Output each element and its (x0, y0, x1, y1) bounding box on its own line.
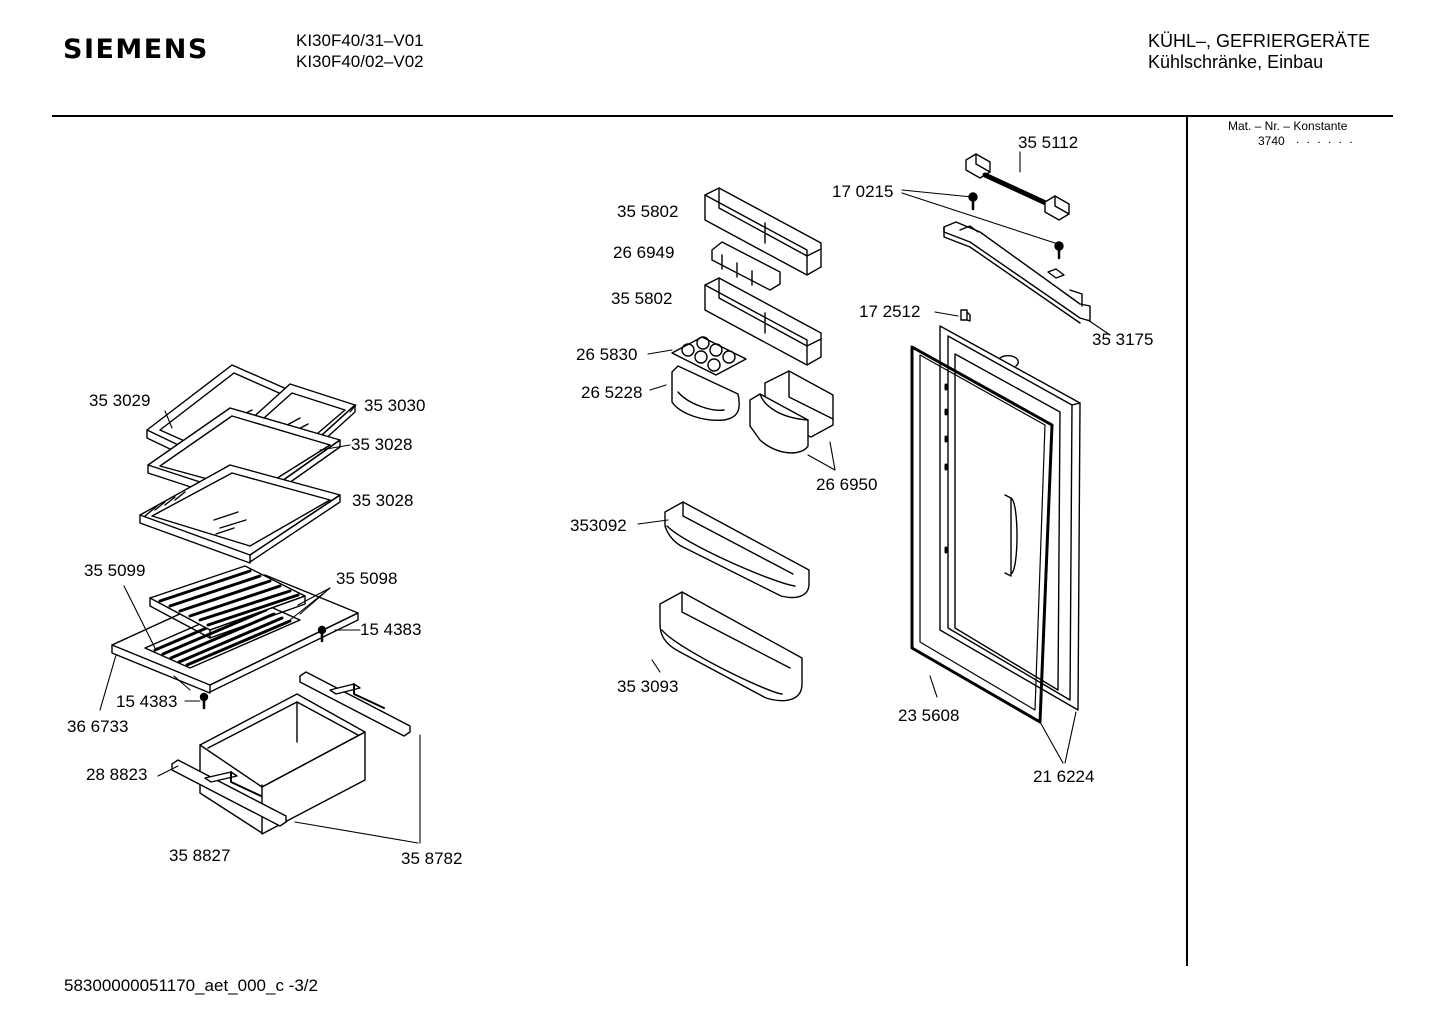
category-subtitle: Kühlschränke, Einbau (1148, 52, 1324, 72)
part-label-353030: 35 3030 (364, 396, 425, 415)
leader-lines (99, 151, 1111, 844)
part-label-358827: 35 8827 (169, 846, 230, 865)
drawer-box-drawing (199, 693, 366, 835)
part-label-353028-upper: 35 3028 (351, 435, 412, 454)
brand-logo: SIEMENS (63, 34, 209, 65)
document-id: 58300000051170_aet_000_c -3/2 (64, 976, 318, 995)
egg-insert-266949-drawing (711, 241, 781, 291)
part-label-355802-top: 35 5802 (617, 202, 678, 221)
part-label-355802-bottom: 35 5802 (611, 289, 672, 308)
part-label-353175: 35 3175 (1092, 330, 1153, 349)
part-label-353028-lower: 35 3028 (352, 491, 413, 510)
part-label-154383-left: 15 4383 (116, 692, 177, 711)
clip-172512 (960, 309, 971, 322)
grille-355098-drawing (149, 565, 306, 639)
drawer-rail-left-drawing (171, 759, 287, 827)
part-label-154383-right: 15 4383 (360, 620, 421, 639)
screw-154383-left (199, 692, 209, 710)
mat-nr-title: Mat. – Nr. – Konstante (1228, 119, 1348, 133)
part-label-353092: 353092 (570, 516, 627, 535)
model-number-1: KI30F40/31–V01 (296, 31, 424, 50)
part-label-366733: 36 6733 (67, 717, 128, 736)
mat-nr-value: 3740 (1258, 134, 1285, 148)
part-labels: 35 5112 17 0215 35 5802 26 6949 35 5802 … (67, 133, 1153, 868)
part-label-353029: 35 3029 (89, 391, 150, 410)
screw-170215-a (968, 192, 978, 211)
part-label-355099: 35 5099 (84, 561, 145, 580)
part-label-358782: 35 8782 (401, 849, 462, 868)
side-panel-divider (1186, 116, 1188, 966)
screw-170215-b (1054, 241, 1064, 260)
shelf-355802-top-drawing (704, 187, 822, 276)
door-panel-drawing (939, 325, 1081, 711)
part-label-355112: 35 5112 (1018, 133, 1078, 152)
light-bar-drawing (965, 153, 1070, 221)
screw-154383-right (317, 625, 327, 643)
part-label-288823: 28 8823 (86, 765, 147, 784)
mat-nr-dots: . . . . . . (1296, 132, 1355, 146)
part-label-355098: 35 5098 (336, 569, 397, 588)
part-label-235608: 23 5608 (898, 706, 959, 725)
part-label-266950: 26 6950 (816, 475, 877, 494)
drawer-rail-right-drawing (299, 671, 411, 737)
header-divider (52, 115, 1393, 117)
dairy-compartment-266950-drawing (749, 370, 834, 454)
hinge-bracket-drawing (943, 221, 1091, 324)
part-label-265830: 26 5830 (576, 345, 637, 364)
egg-cup-holder-265228-drawing (671, 365, 740, 421)
part-label-353093: 35 3093 (617, 677, 678, 696)
bottle-shelf-353093-drawing (659, 591, 803, 702)
part-label-170215: 17 0215 (832, 182, 893, 201)
category-title: KÜHL–, GEFRIERGERÄTE (1148, 31, 1371, 51)
model-number-2: KI30F40/02–V02 (296, 52, 424, 71)
part-label-266949: 26 6949 (613, 243, 674, 262)
part-label-172512: 17 2512 (859, 302, 920, 321)
shelf-355802-bottom-drawing (704, 277, 822, 366)
glass-shelf-353028-lower-drawing (139, 464, 341, 564)
part-label-216224: 21 6224 (1033, 767, 1094, 786)
egg-tray-265830-drawing (671, 336, 747, 376)
part-label-265228: 26 5228 (581, 383, 642, 402)
bottle-shelf-353092-drawing (664, 501, 810, 599)
